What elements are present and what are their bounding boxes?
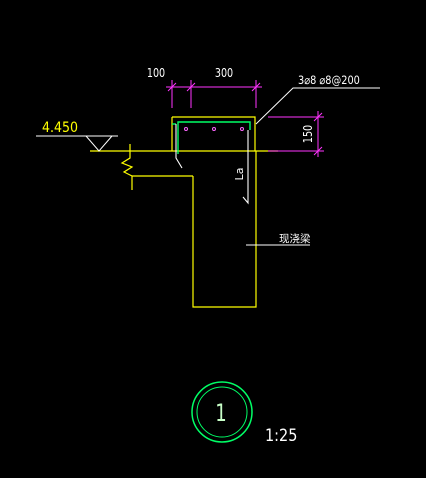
dim-tick-3 — [251, 82, 261, 92]
elevation-triangle — [85, 135, 113, 152]
rebar-dot-2 — [212, 127, 216, 131]
anchorage-label: La — [233, 168, 246, 181]
detail-circle-outer — [191, 381, 253, 443]
rebar-dot-1 — [184, 127, 188, 131]
rebar-callout-text: 3⌀8 ⌀8@200 — [298, 73, 360, 87]
rebar-stirrup — [177, 121, 251, 154]
concrete-outline — [90, 116, 278, 308]
detail-circle-inner — [196, 386, 248, 438]
dim-tick-1 — [167, 82, 177, 92]
slab-top-edge — [172, 116, 256, 151]
beam-outline — [192, 151, 257, 308]
rebar-dots — [184, 127, 244, 131]
anchorage-bar-left — [175, 124, 183, 169]
rebar-dot-3 — [240, 127, 244, 131]
right-dimension — [268, 111, 324, 157]
dim-right-width-text: 300 — [215, 66, 233, 80]
dim-right-tick-1 — [313, 112, 323, 122]
detail-number: 1 — [215, 400, 226, 428]
anchorage-bar-right — [242, 130, 249, 205]
detail-callout: 1 1:25 — [191, 381, 297, 445]
beam-label: 现浇梁 — [279, 232, 311, 245]
top-dimension — [166, 80, 262, 108]
anchorage-bars — [175, 124, 249, 205]
elevation-marker — [36, 135, 118, 152]
dim-left-width-text: 100 — [147, 66, 165, 80]
rebar — [172, 121, 251, 154]
dim-tick-2 — [186, 82, 196, 92]
elevation-text: 4.450 — [42, 120, 78, 136]
dim-height-text: 150 — [301, 125, 315, 143]
dim-right-tick-2 — [313, 146, 323, 156]
rebar-callout-leader — [255, 87, 380, 125]
leaders — [246, 87, 380, 246]
break-symbol — [120, 144, 134, 190]
detail-scale: 1:25 — [265, 425, 297, 445]
